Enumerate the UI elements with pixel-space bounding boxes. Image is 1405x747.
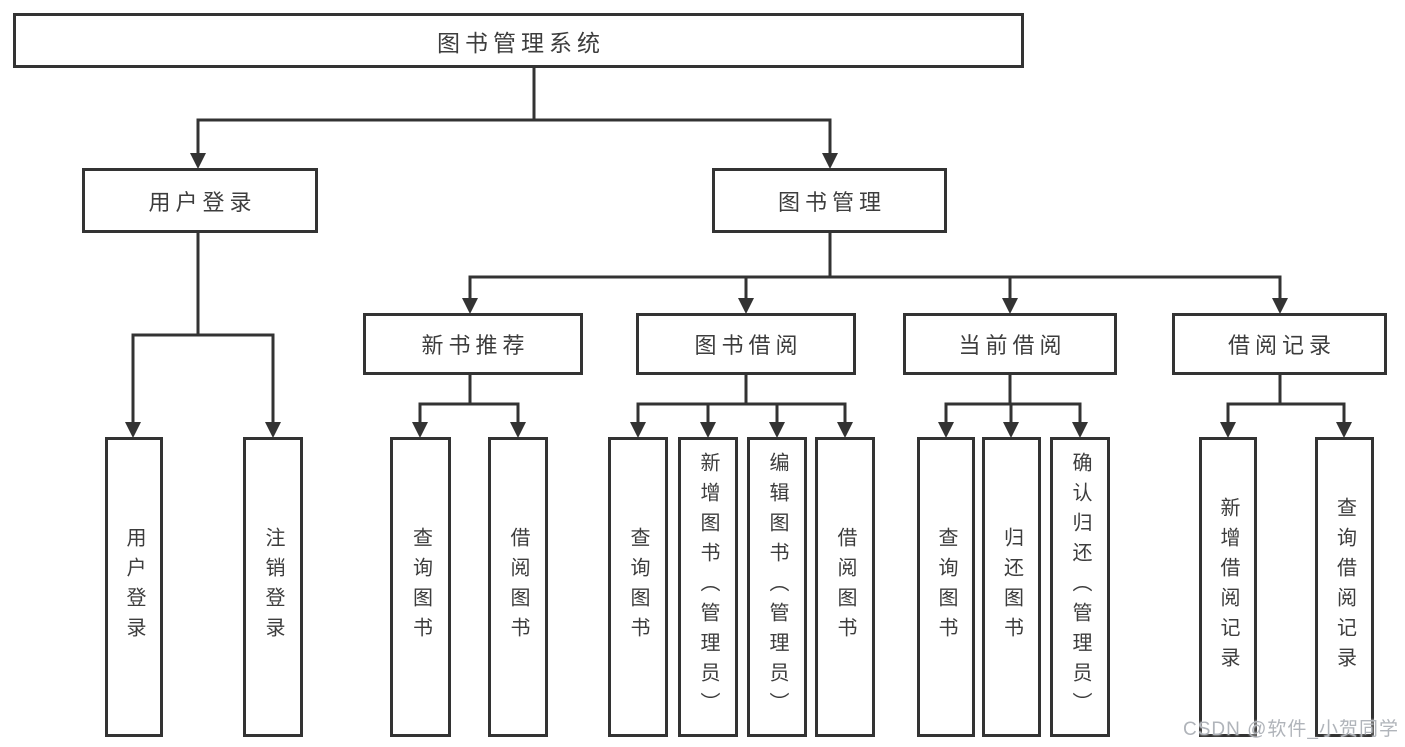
node-library-system: 图书管理系统 [13, 13, 1024, 68]
node-book-borrowing: 图书借阅 [636, 313, 856, 375]
edges-borrow-record-to-leaves [1220, 375, 1352, 438]
node-user-login: 用户登录 [82, 168, 318, 233]
leaf-user-login: 用户登录 [105, 437, 163, 737]
leaf-borrow-query-books: 查询图书 [608, 437, 668, 737]
edges-user-login-to-leaves [125, 233, 281, 438]
leaf-borrow-edit-books-admin: 编辑图书（管理员） [747, 437, 807, 737]
leaf-newbook-borrow-books: 借阅图书 [488, 437, 548, 737]
leaf-borrow-add-books-admin: 新增图书（管理员） [678, 437, 738, 737]
leaf-current-query-books: 查询图书 [917, 437, 975, 737]
leaf-current-confirm-return-admin: 确认归还（管理员） [1050, 437, 1110, 737]
leaf-logout: 注销登录 [243, 437, 303, 737]
edges-current-borrow-to-leaves [938, 375, 1088, 438]
leaf-record-add-borrow-record: 新增借阅记录 [1199, 437, 1257, 737]
node-new-book-recommendation: 新书推荐 [363, 313, 583, 375]
leaf-record-query-borrow-record: 查询借阅记录 [1315, 437, 1374, 737]
node-borrowing-records: 借阅记录 [1172, 313, 1387, 375]
edges-book-borrow-to-leaves [630, 375, 853, 438]
watermark-text: CSDN @软件_小贺同学 [1183, 719, 1399, 740]
node-current-borrowing: 当前借阅 [903, 313, 1117, 375]
leaf-newbook-query-books: 查询图书 [390, 437, 451, 737]
edges-new-book-to-leaves [412, 375, 526, 438]
leaf-current-return-books: 归还图书 [982, 437, 1041, 737]
edges-book-management-to-level3 [462, 233, 1288, 314]
node-book-management: 图书管理 [712, 168, 947, 233]
edges-root-to-level2 [190, 68, 838, 169]
leaf-borrow-borrow-books: 借阅图书 [815, 437, 875, 737]
